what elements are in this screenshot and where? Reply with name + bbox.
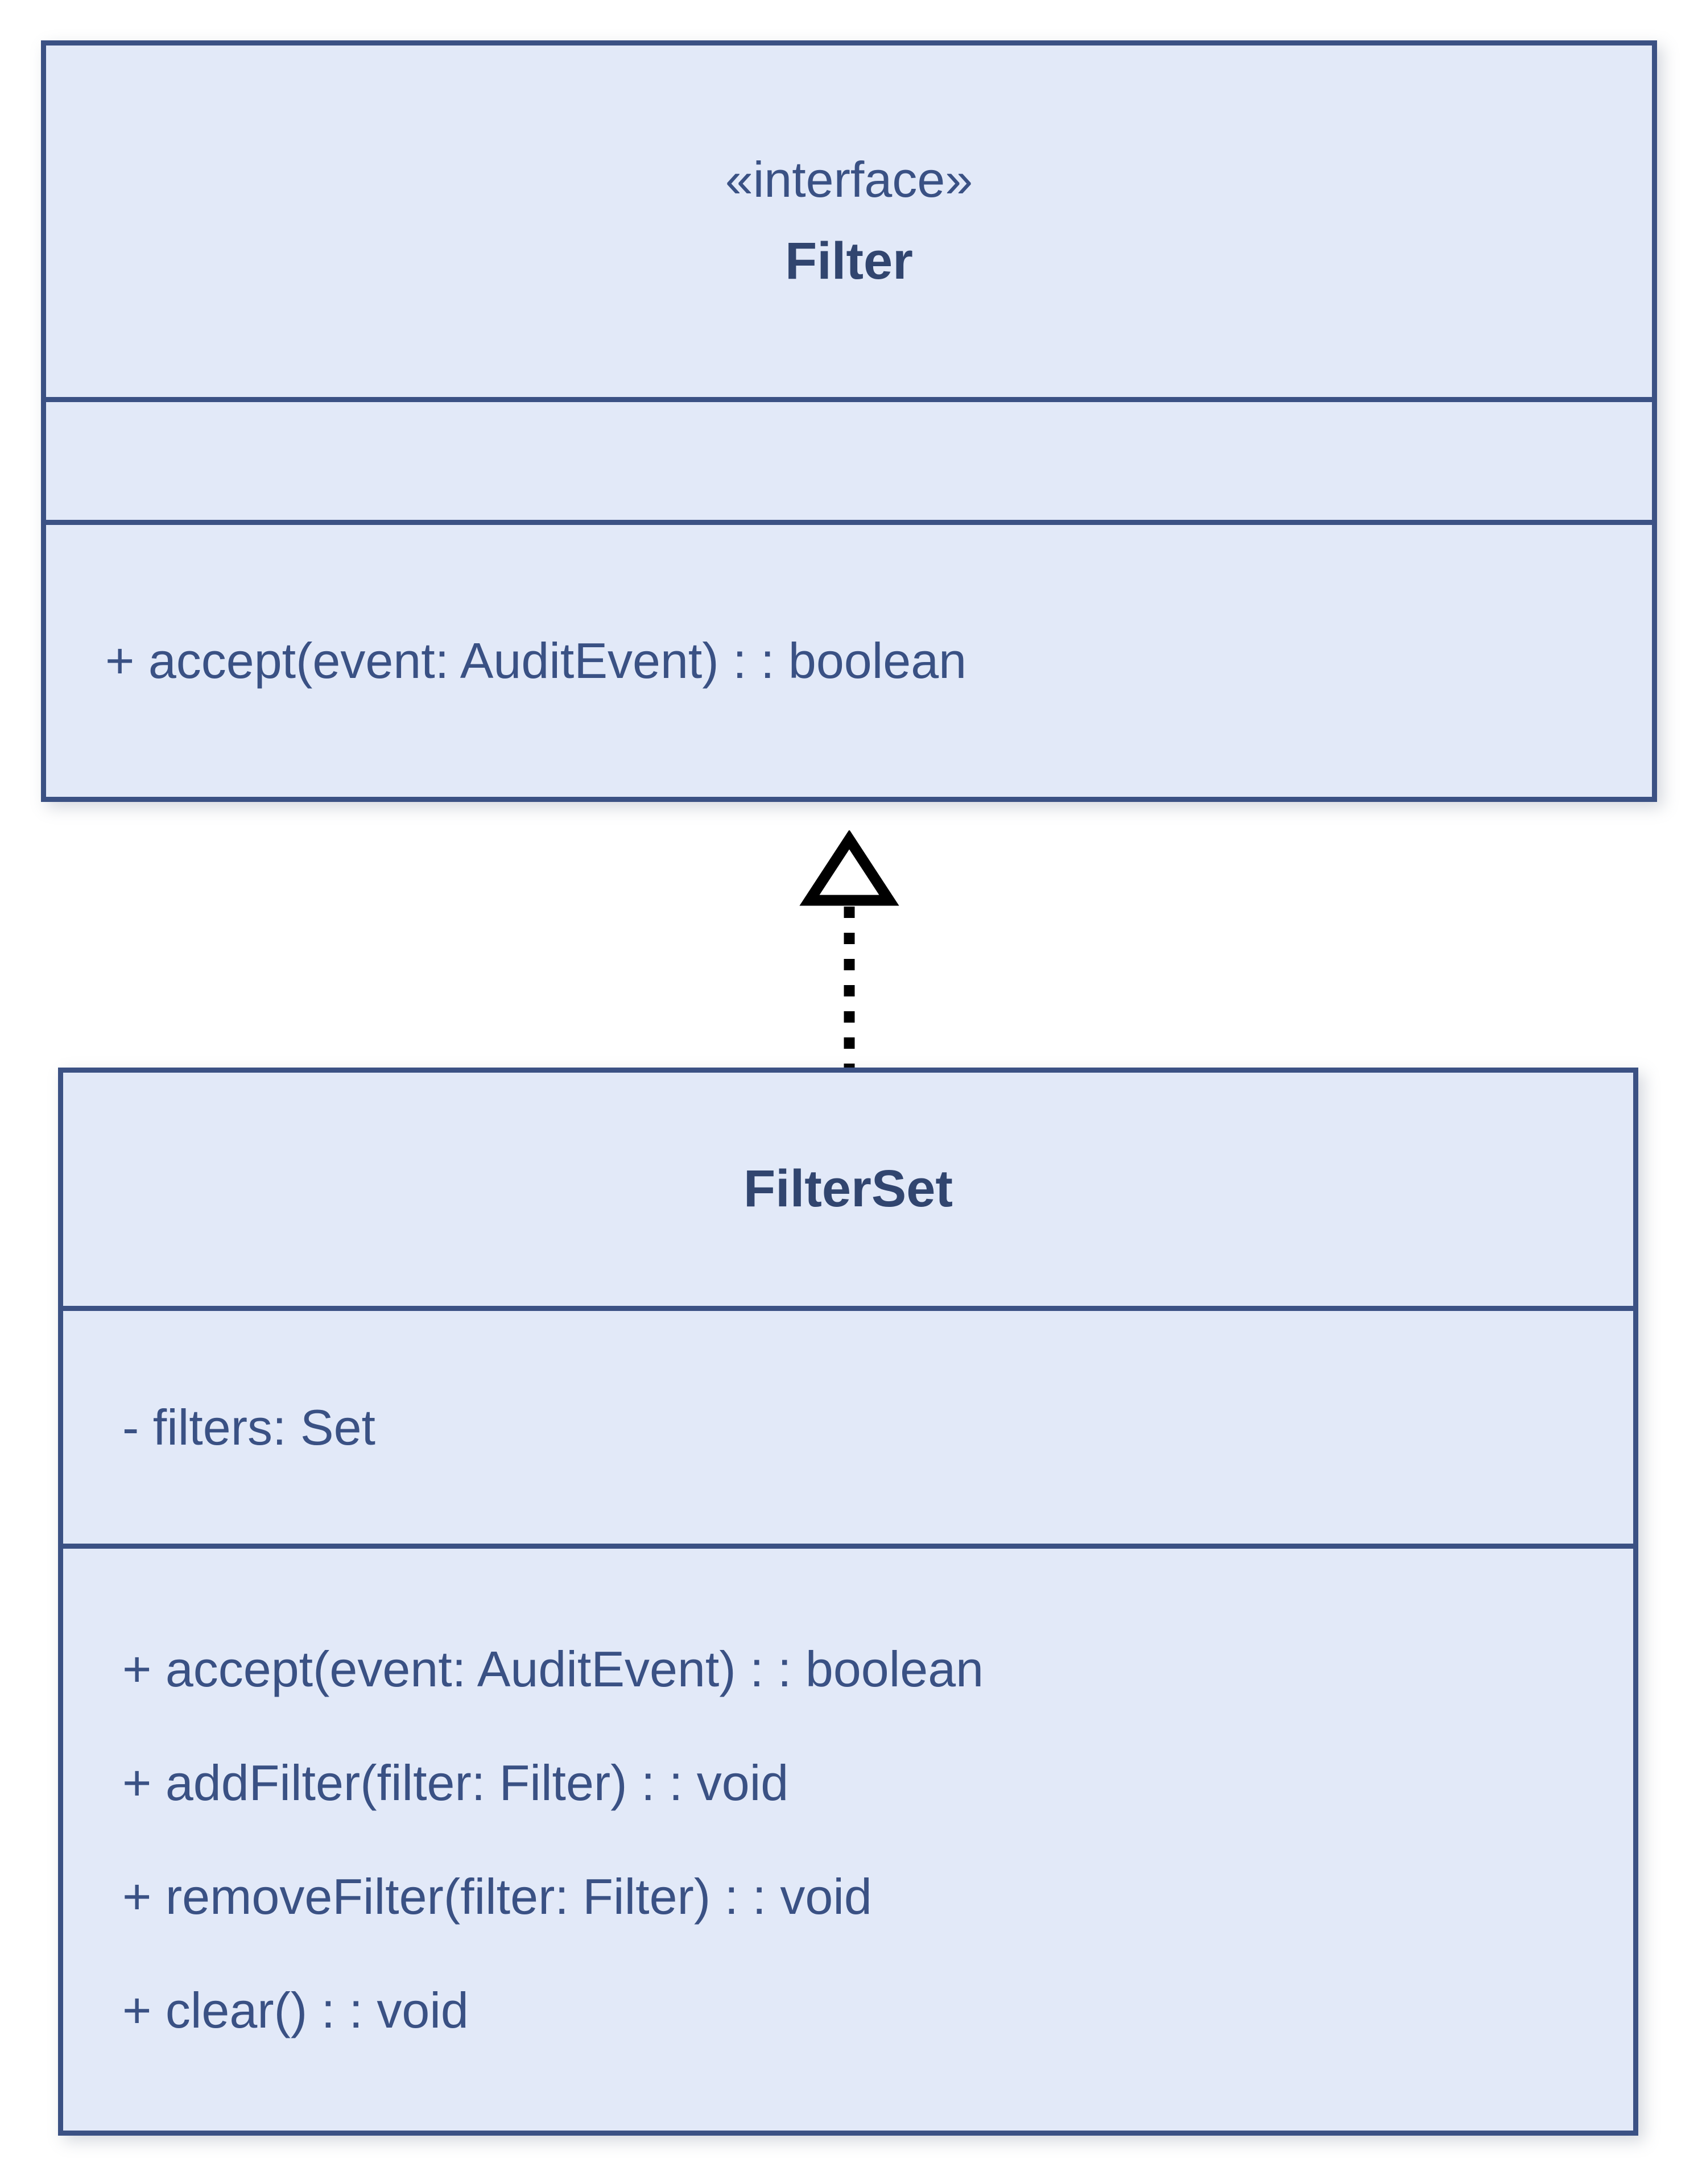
filter-class-name: Filter [785, 231, 913, 290]
filterset-method-accept: + accept(event: AuditEvent) : : boolean [122, 1640, 984, 1697]
filterset-header-compartment: FilterSet [63, 1073, 1633, 1306]
realization-connector [799, 830, 899, 1075]
filterset-method-clear: + clear() : : void [122, 1982, 469, 2038]
filter-stereotype: «interface» [725, 151, 973, 208]
filterset-class-name: FilterSet [743, 1160, 953, 1218]
filterset-method-removefilter: + removeFilter(filter: Filter) : : void [122, 1868, 872, 1925]
uml-class-filter[interactable]: «interface» Filter + accept(event: Audit… [41, 40, 1657, 802]
filterset-attribute-filters: - filters: Set [122, 1399, 375, 1455]
filterset-method-addfilter: + addFilter(filter: Filter) : : void [122, 1754, 789, 1811]
uml-class-filterset[interactable]: FilterSet - filters: Set + accept(event:… [58, 1068, 1638, 2136]
filter-attributes-compartment [46, 397, 1652, 520]
filter-header-compartment: «interface» Filter [46, 46, 1652, 397]
filter-methods-compartment: + accept(event: AuditEvent) : : boolean [46, 520, 1652, 797]
filterset-methods-compartment: + accept(event: AuditEvent) : : boolean … [63, 1544, 1633, 2131]
realization-hollow-triangle-icon [799, 830, 899, 906]
filter-method-accept: + accept(event: AuditEvent) : : boolean [105, 632, 967, 689]
filterset-attributes-compartment: - filters: Set [63, 1306, 1633, 1544]
